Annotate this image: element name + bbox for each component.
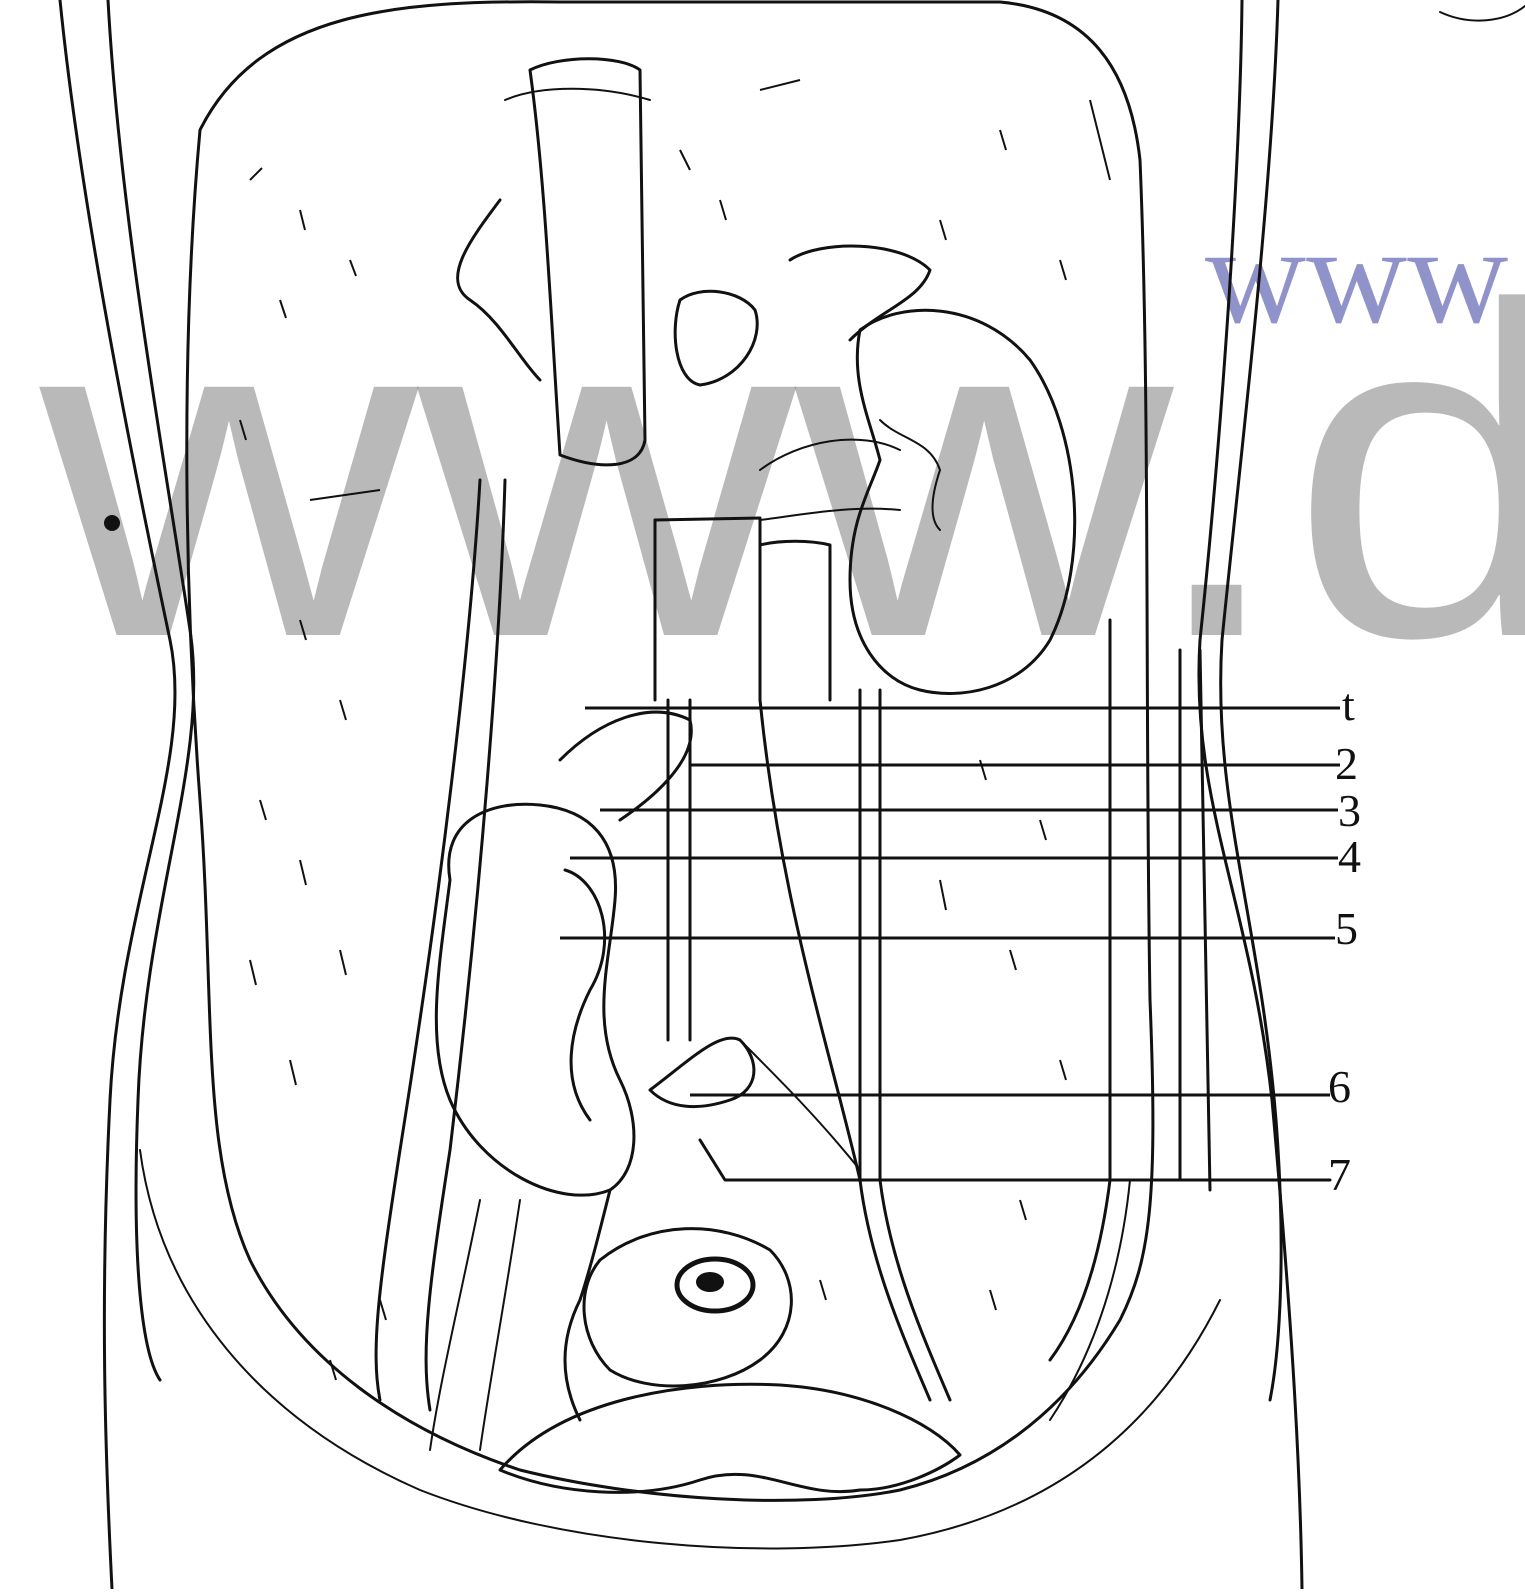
ureter-right <box>860 690 930 1400</box>
callout-label-7: 7 <box>1328 1149 1351 1200</box>
diaphragm-crus <box>505 89 650 100</box>
ileocecal-vessel <box>565 870 605 1120</box>
external-iliac-left-inner <box>480 1200 520 1450</box>
callout-label-6: 6 <box>1328 1061 1351 1112</box>
pelvic-floor <box>500 1384 960 1492</box>
watermark-fragment <box>1440 6 1525 21</box>
callout-label-3: 3 <box>1338 785 1361 836</box>
callout-label-5: 5 <box>1335 903 1358 954</box>
external-iliac-right <box>1050 1180 1130 1420</box>
leader-line-7 <box>700 1140 1330 1180</box>
sigmoid-descent <box>565 1190 610 1420</box>
callout-label-1: t <box>1342 679 1355 730</box>
callout-label-4: 4 <box>1338 831 1361 882</box>
callout-group: t 2 3 4 5 6 7 <box>560 679 1361 1200</box>
callout-label-2: 2 <box>1335 738 1358 789</box>
common-iliac-left <box>760 700 860 1180</box>
body-marker-dot <box>104 515 120 531</box>
bladder <box>584 1229 791 1386</box>
ureter-right-inner <box>880 690 950 1400</box>
uterus-core <box>696 1272 724 1292</box>
watermark-large: www.d <box>32 210 1525 735</box>
